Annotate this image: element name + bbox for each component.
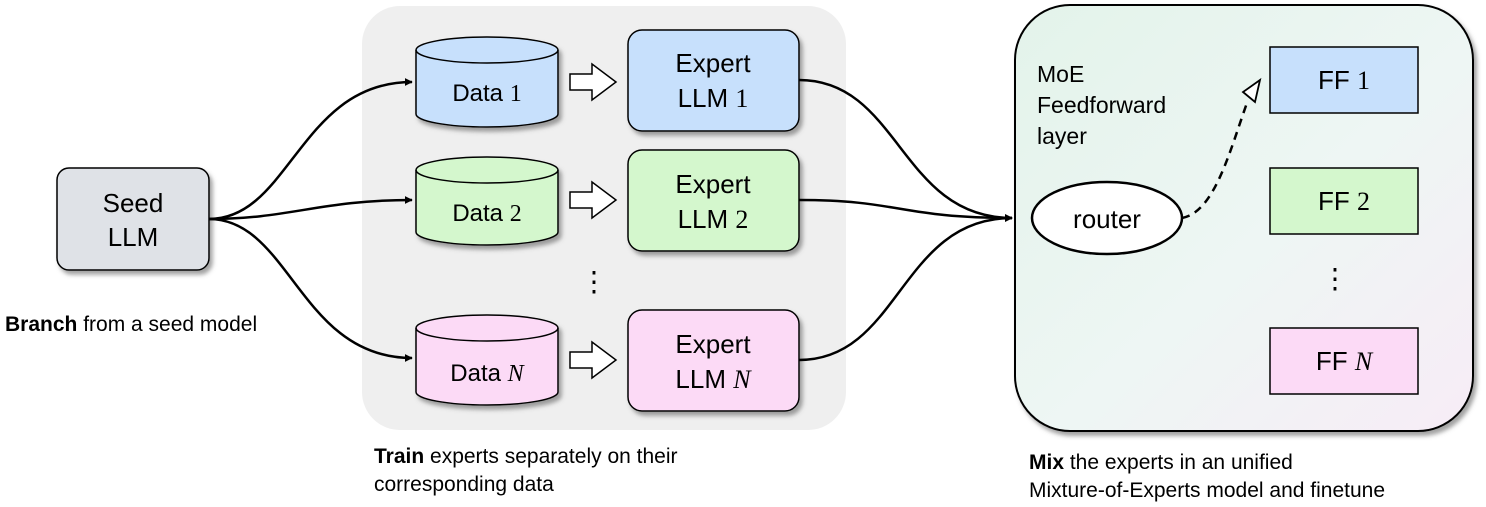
- expert-n-llm: LLM N: [675, 364, 752, 394]
- mix-caption-bold: Mix: [1029, 451, 1065, 474]
- data-n-label: Data N: [450, 360, 525, 387]
- train-arrow-n: [569, 340, 618, 380]
- expert-llm-1-box: [627, 29, 800, 132]
- data-cylinder-2: [415, 156, 559, 246]
- seed-llm-label: LLM: [108, 222, 159, 252]
- mix-caption: Mix the experts in an unified Mixture-of…: [1029, 449, 1385, 505]
- expert-1-title: Expert: [675, 48, 751, 78]
- ff-1-box: [1269, 46, 1419, 114]
- train-arrow-2: [569, 180, 618, 220]
- data-2-label: Data 2: [452, 200, 521, 227]
- data-cylinder-1: [415, 36, 559, 128]
- data-1-label: Data 1: [452, 80, 521, 107]
- ff-2-label: FF 2: [1318, 186, 1370, 216]
- merge-arrow-1: [798, 78, 1013, 222]
- branch-arrow-n: [208, 217, 413, 362]
- expert-2-llm: LLM 2: [678, 204, 749, 234]
- branch-arrow-1: [208, 78, 413, 221]
- merge-arrow-n: [798, 214, 1013, 362]
- expert-n-title: Expert: [675, 329, 751, 359]
- seed-llm-box: [56, 167, 210, 271]
- branch-arrow-2: [208, 196, 413, 221]
- seed-label: Seed: [103, 188, 164, 218]
- router-label: router: [1073, 204, 1141, 234]
- branch-caption: Branch from a seed model: [5, 311, 257, 339]
- mix-caption-line2: Mixture-of-Experts model and finetune: [1029, 479, 1386, 502]
- branch-caption-rest: from a seed model: [77, 313, 258, 336]
- train-caption-rest: experts separately on their: [424, 445, 678, 468]
- router-arrow-head: [1241, 77, 1262, 104]
- merge-arrow-2: [798, 198, 1013, 222]
- train-caption-line2: corresponding data: [374, 473, 554, 496]
- ff-2-box: [1269, 167, 1419, 235]
- ff-n-box: [1269, 327, 1419, 395]
- ff-n-label: FF N: [1316, 346, 1374, 376]
- expert-1-llm: LLM 1: [678, 83, 749, 113]
- expert-llm-n-box: [627, 309, 800, 412]
- ff-1-label: FF 1: [1318, 65, 1370, 95]
- router-to-ff1-arrow: [1181, 99, 1250, 220]
- expert-llm-2-box: [627, 149, 800, 252]
- expert-2-title: Expert: [675, 169, 751, 199]
- data-cylinder-n: [415, 314, 559, 406]
- moe-label-2: Feedforward: [1037, 92, 1166, 118]
- train-caption-bold: Train: [374, 445, 425, 468]
- experts-ellipsis: ⋮: [580, 266, 608, 297]
- ff-ellipsis: ⋮: [1321, 263, 1349, 294]
- mix-caption-rest: the experts in an unified: [1064, 451, 1293, 474]
- branch-caption-bold: Branch: [5, 313, 78, 336]
- train-arrow-1: [569, 62, 618, 102]
- train-caption: Train experts separately on their corres…: [374, 443, 678, 499]
- moe-label-1: MoE: [1037, 61, 1084, 87]
- moe-label-3: layer: [1037, 123, 1087, 149]
